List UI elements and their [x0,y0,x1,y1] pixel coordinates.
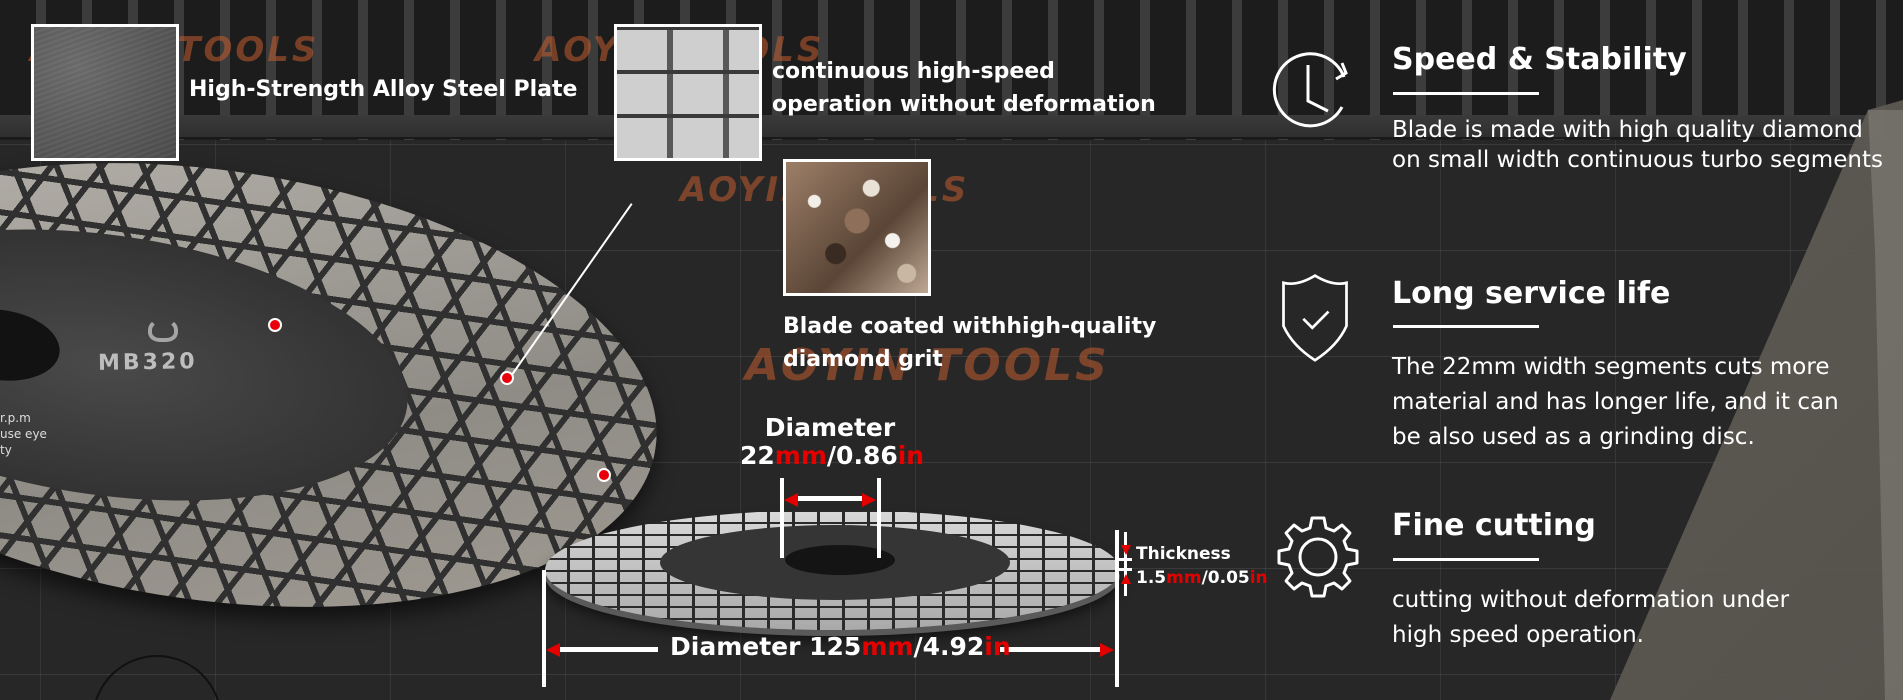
feature-body-fine-cutting: cutting without deformation under high s… [1392,583,1789,653]
thickness-tick [1118,558,1132,561]
inner-diameter-title: Diameter [764,413,896,442]
thickness-value: 1.5mm/0.05in [1136,568,1268,588]
feature-body-line: cutting without deformation under [1392,587,1790,613]
steel-plate-thumbnail [31,24,179,161]
blade-logo-icon [148,318,178,342]
arrow-left-icon [784,493,798,507]
callout-marker-dot [500,371,514,385]
outer-diameter-dimension-line [558,647,658,652]
blade-side-text-line: ty [0,443,12,457]
feature-body-speed: Blade is made with high quality diamond … [1392,115,1883,175]
feature-body-line: on small width continuous turbo segments [1392,147,1883,173]
feature-title-service-life: Long service life [1392,276,1671,311]
segments-callout-line: operation without deformation [772,92,1156,117]
arrow-left-icon [546,643,560,657]
diamond-grit-callout-line: Blade coated withhigh-quality [783,314,1157,339]
callout-marker-dot [597,468,611,482]
segments-callout: continuous high-speed operation without … [772,55,1156,121]
watermark: AOYIN TOOLS [745,340,1110,391]
gear-icon [1277,516,1359,598]
feature-divider [1393,558,1539,561]
inner-diameter-extension-line [780,478,784,558]
feature-body-line: be also used as a grinding disc. [1392,424,1755,450]
outer-diameter-label: Diameter 125mm/4.92in [670,632,1011,661]
thickness-label: Thickness 1.5mm/0.05in [1136,542,1268,590]
thickness-tick [1118,568,1132,571]
feature-divider [1393,92,1539,95]
inner-diameter-dimension-line [796,496,862,501]
blade-side-text: r.p.m use eye ty [0,410,47,458]
diamond-grit-callout-line: diamond grit [783,347,943,372]
diamond-grit-thumbnail [783,159,931,296]
segments-thumbnail [614,24,762,161]
blade-model-label: MB320 [97,349,198,376]
inner-diameter-value: 22mm/0.86in [740,441,925,470]
arrow-right-icon [862,493,876,507]
inner-diameter-label: Diameter 22mm/0.86in [740,413,925,470]
feature-body-line: Blade is made with high quality diamond [1392,117,1863,143]
blade-side-text-line: r.p.m [0,411,31,425]
outer-diameter-dimension-line [1000,647,1100,652]
feature-title-speed: Speed & Stability [1392,42,1687,77]
outer-diameter-extension-line [1115,530,1119,687]
feature-body-service-life: The 22mm width segments cuts more materi… [1392,350,1839,455]
steel-plate-callout: High-Strength Alloy Steel Plate [189,77,578,102]
inner-diameter-extension-line [877,478,881,558]
diamond-grit-callout: Blade coated withhigh-quality diamond gr… [783,310,1156,376]
small-blade-arbor-hole [785,545,895,575]
arrow-up-icon [1121,574,1131,584]
feature-divider [1393,325,1539,328]
feature-body-line: The 22mm width segments cuts more [1392,354,1830,380]
blade-side-text-line: use eye [0,427,47,441]
feature-title-fine-cutting: Fine cutting [1392,508,1596,543]
outer-diameter-extension-line [542,570,546,687]
thickness-extension-line [1124,532,1127,596]
wall-ledge [0,115,1880,139]
shield-check-icon [1282,274,1348,362]
feature-body-line: high speed operation. [1392,622,1644,648]
clock-rotate-icon [1272,52,1348,128]
feature-body-line: material and has longer life, and it can [1392,389,1839,415]
arrow-down-icon [1121,545,1131,555]
callout-marker-dot [268,318,282,332]
arrow-right-icon [1100,643,1114,657]
segments-callout-line: continuous high-speed [772,59,1055,84]
thickness-title: Thickness [1136,544,1231,564]
